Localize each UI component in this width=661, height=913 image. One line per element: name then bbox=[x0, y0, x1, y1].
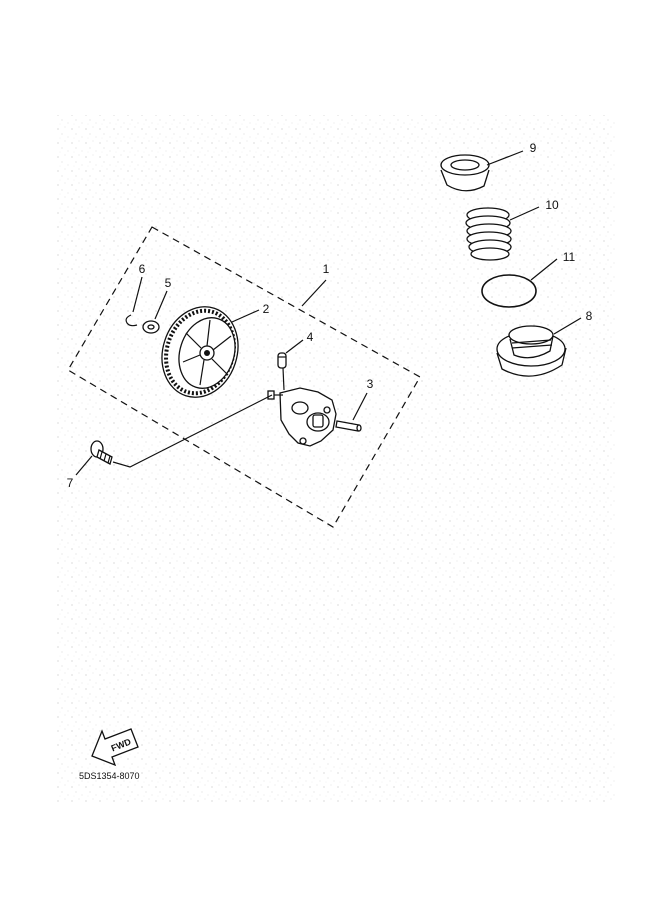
callout-1: 1 bbox=[323, 262, 330, 276]
oil-seal-cap bbox=[440, 154, 490, 192]
callout-6: 6 bbox=[139, 262, 146, 276]
spring bbox=[465, 207, 512, 261]
washer bbox=[142, 320, 160, 334]
o-ring bbox=[481, 274, 537, 308]
forward-arrow-icon: FWD bbox=[91, 728, 139, 767]
callout-11: 11 bbox=[563, 250, 576, 264]
assembly-boundary bbox=[67, 226, 421, 528]
screw bbox=[90, 440, 113, 465]
callout-4: 4 bbox=[307, 330, 314, 344]
oil-pump-assembly bbox=[267, 367, 337, 447]
callout-8: 8 bbox=[586, 309, 593, 323]
callout-9: 9 bbox=[530, 141, 537, 155]
pin-part bbox=[335, 420, 362, 432]
circlip bbox=[125, 314, 138, 327]
leader-lines bbox=[75, 150, 582, 476]
paper-texture bbox=[55, 115, 615, 805]
diagram-code: 5DS1354-8070 bbox=[79, 771, 140, 781]
callout-5: 5 bbox=[165, 276, 172, 290]
callout-10: 10 bbox=[545, 198, 559, 212]
drain-plug bbox=[496, 325, 567, 377]
callout-2: 2 bbox=[263, 302, 270, 316]
oil-pump-drive-gear bbox=[161, 306, 239, 398]
callout-7: 7 bbox=[67, 476, 74, 490]
callout-3: 3 bbox=[367, 377, 374, 391]
dowel-pin bbox=[277, 352, 287, 369]
